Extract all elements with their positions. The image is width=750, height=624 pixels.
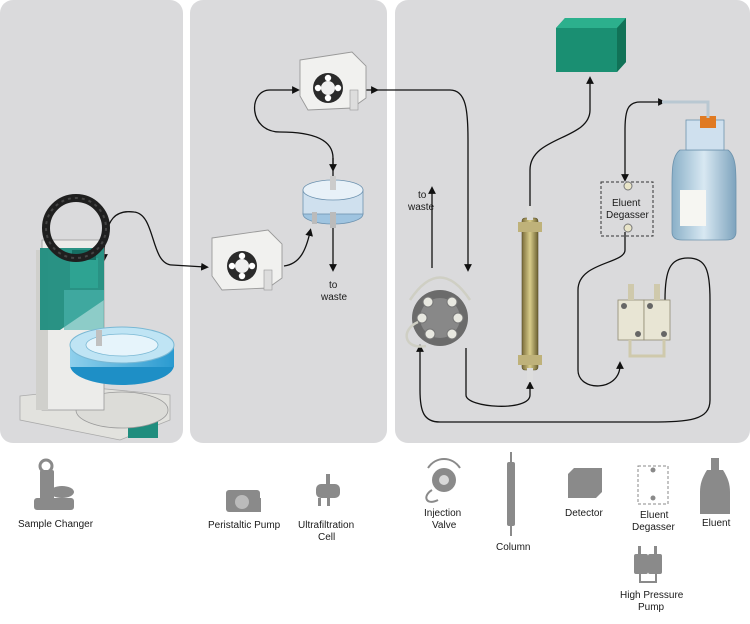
ultrafiltration-cell <box>302 176 364 228</box>
legend-label-degasser-1: Eluent <box>640 510 669 521</box>
injection-valve <box>405 276 472 348</box>
eluent-bottle <box>662 100 737 241</box>
high-pressure-pump <box>617 284 671 358</box>
legend-label-injection-1: Injection <box>424 508 461 519</box>
waste-label-cell-1: to <box>329 280 338 291</box>
legend-eluent-icon <box>700 458 730 514</box>
legend-label-peristaltic-pump: Peristaltic Pump <box>208 520 281 531</box>
degasser-label-2: Degasser <box>606 210 649 221</box>
legend-detector-icon <box>568 468 602 498</box>
waste-label-valve-1: to <box>418 190 427 201</box>
legend-column-icon <box>507 452 515 536</box>
legend-sample-changer-icon <box>34 458 74 510</box>
legend-label-injection-2: Valve <box>432 520 457 531</box>
legend-label-sample-changer: Sample Changer <box>18 519 94 530</box>
peristaltic-pump-2 <box>299 51 367 111</box>
legend-label-column: Column <box>496 542 530 553</box>
detector <box>556 18 626 72</box>
legend-ultrafiltration-cell-icon <box>316 474 340 506</box>
legend-label-hp-pump-2: Pump <box>638 602 665 613</box>
separation-column <box>518 206 542 382</box>
peristaltic-pump-1 <box>211 229 283 291</box>
waste-label-valve-2: waste <box>407 202 435 213</box>
legend-label-detector: Detector <box>565 508 603 519</box>
legend-degasser-icon <box>637 465 669 505</box>
legend <box>34 452 730 583</box>
degasser-label-1: Eluent <box>612 198 641 209</box>
eluent-degasser <box>600 181 654 237</box>
legend-injection-valve-icon <box>425 458 461 503</box>
waste-label-cell-2: waste <box>320 292 348 303</box>
legend-label-hp-pump-1: High Pressure <box>620 590 684 601</box>
legend-label-eluent: Eluent <box>702 518 731 529</box>
legend-label-ultrafiltration-2: Cell <box>318 532 335 543</box>
legend-hp-pump-icon <box>634 546 662 583</box>
legend-peristaltic-pump-icon <box>226 490 261 512</box>
legend-label-ultrafiltration-1: Ultrafiltration <box>298 520 354 531</box>
panel-preparation <box>190 0 387 443</box>
sample-changer <box>19 194 175 441</box>
legend-label-degasser-2: Degasser <box>632 522 675 533</box>
